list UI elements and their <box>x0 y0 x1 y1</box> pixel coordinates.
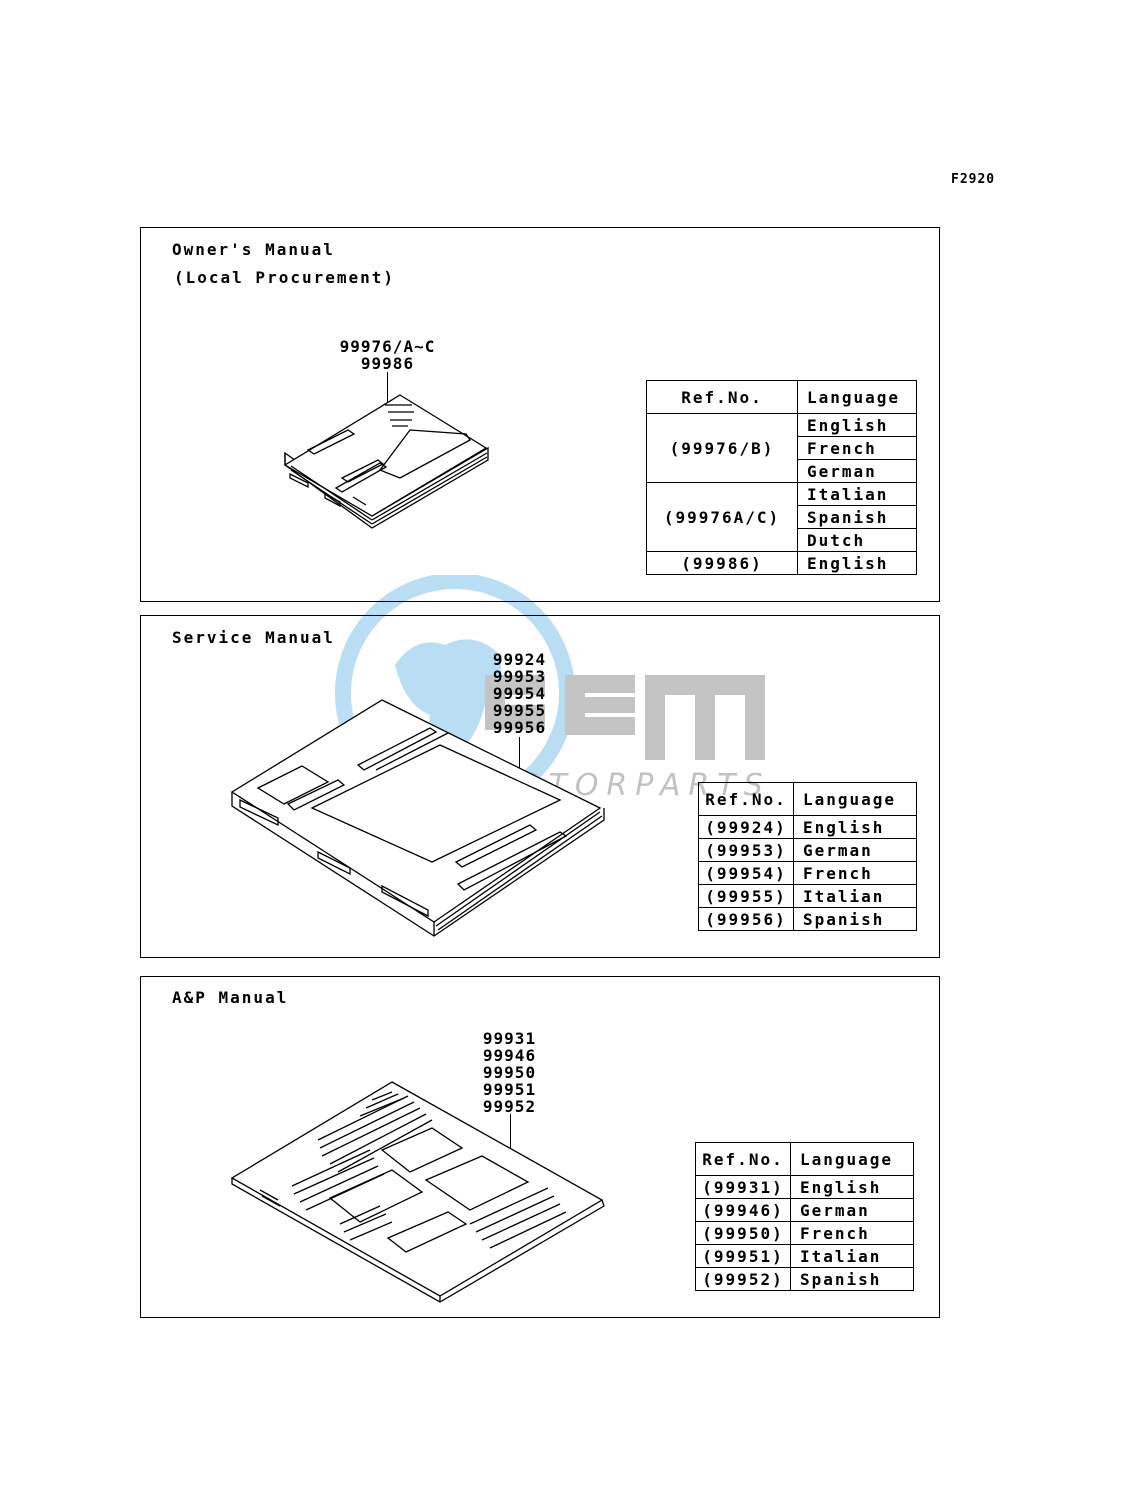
ref-cell: (99952) <box>695 1267 791 1291</box>
language-cell: Dutch <box>797 528 917 552</box>
owners-manual-title: Owner's Manual <box>172 240 335 259</box>
service-manual-title: Service Manual <box>172 628 335 647</box>
ref-cell: (99953) <box>698 838 794 862</box>
part-number: 99951 <box>482 1080 537 1099</box>
ref-cell: (99950) <box>695 1221 791 1245</box>
part-number: 99924 <box>492 650 547 669</box>
ap-manual-leader-line <box>510 1114 511 1150</box>
ref-no-header: Ref.No. <box>698 782 794 816</box>
part-number: 99954 <box>492 684 547 703</box>
part-number: 99931 <box>482 1029 537 1048</box>
service-manual-leader-line <box>519 737 520 785</box>
ref-cell: (99954) <box>698 861 794 885</box>
part-number: 99950 <box>482 1063 537 1082</box>
owners-manual-leader-line <box>387 372 388 407</box>
part-number: 99955 <box>492 701 547 720</box>
language-cell: English <box>797 551 917 575</box>
owners-manual-subtitle: (Local Procurement) <box>174 268 396 287</box>
language-cell: German <box>793 838 917 862</box>
owners-manual-part-numbers: 99976/A~C 99986 <box>330 338 445 372</box>
ref-cell: (99951) <box>695 1244 791 1268</box>
ap-manual-ref-table: Ref.No. Language (99931)English (99946)G… <box>695 1142 914 1291</box>
ref-cell: (99956) <box>698 907 794 931</box>
language-cell: Spanish <box>790 1267 914 1291</box>
part-number: 99956 <box>492 718 547 737</box>
language-header: Language <box>790 1142 914 1176</box>
service-manual-ref-table: Ref.No. Language (99924)English (99953)G… <box>698 782 917 931</box>
ref-cell: (99946) <box>695 1198 791 1222</box>
book-pages <box>231 1178 605 1303</box>
owners-manual-panel <box>140 227 940 602</box>
part-number: 99952 <box>482 1097 537 1116</box>
owners-manual-ref-table: Ref.No. Language (99976/B) English Frenc… <box>646 380 917 575</box>
part-number: 99976/A~C <box>339 337 436 356</box>
ap-manual-part-numbers: 99931 99946 99950 99951 99952 <box>472 1030 547 1115</box>
language-cell: Italian <box>790 1244 914 1268</box>
language-cell: German <box>790 1198 914 1222</box>
language-cell: English <box>790 1175 914 1199</box>
figure-code: F2920 <box>951 172 996 187</box>
service-manual-part-numbers: 99924 99953 99954 99955 99956 <box>482 651 557 736</box>
language-cell: French <box>797 436 917 460</box>
language-cell: Spanish <box>793 907 917 931</box>
service-manual-panel <box>140 615 940 958</box>
language-cell: English <box>797 413 917 437</box>
part-number: 99986 <box>360 354 415 373</box>
language-cell: German <box>797 459 917 483</box>
language-cell: French <box>793 861 917 885</box>
ap-manual-panel <box>140 976 940 1318</box>
language-cell: Italian <box>797 482 917 506</box>
ap-manual-title: A&P Manual <box>172 988 289 1007</box>
book-pages <box>231 792 605 937</box>
ref-no-header: Ref.No. <box>695 1142 791 1176</box>
ref-no-header: Ref.No. <box>646 380 798 414</box>
ref-cell: (99931) <box>695 1175 791 1199</box>
language-cell: French <box>790 1221 914 1245</box>
part-number: 99946 <box>482 1046 537 1065</box>
part-number: 99953 <box>492 667 547 686</box>
